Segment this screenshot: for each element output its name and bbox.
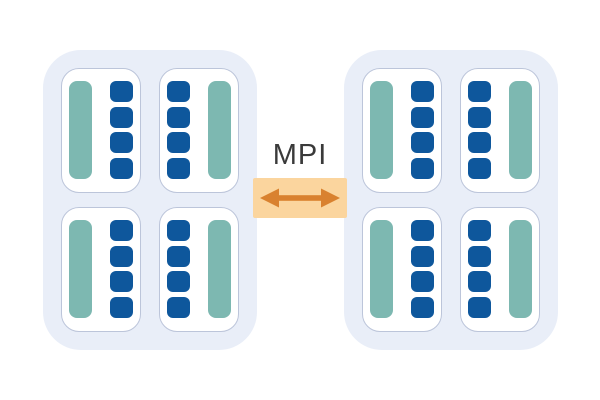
blue-square-stack: [167, 81, 190, 179]
blue-square-stack: [167, 220, 190, 318]
blue-square: [110, 271, 133, 293]
blue-square-stack: [411, 220, 434, 318]
cpu-socket: [61, 68, 141, 193]
blue-square: [411, 81, 434, 102]
cpu-socket: [362, 207, 442, 332]
teal-bar: [69, 81, 92, 179]
blue-square: [110, 245, 133, 267]
teal-bar: [370, 81, 393, 179]
cpu-socket: [159, 207, 239, 332]
blue-square: [468, 271, 491, 293]
blue-square-stack: [110, 220, 133, 318]
cpu-socket: [460, 68, 540, 193]
blue-square: [110, 296, 133, 318]
blue-square: [167, 132, 190, 154]
blue-square: [468, 81, 491, 102]
cpu-socket: [362, 68, 442, 193]
cpu-socket: [159, 68, 239, 193]
double-arrow-icon: [260, 188, 340, 208]
teal-bar: [69, 220, 92, 318]
blue-square-stack: [411, 81, 434, 179]
blue-square: [468, 245, 491, 267]
blue-square: [468, 106, 491, 128]
compute-node-right: [344, 50, 558, 350]
teal-bar: [208, 81, 231, 179]
mpi-link-box: [253, 178, 347, 218]
compute-node-left: [43, 50, 257, 350]
cpu-socket: [61, 207, 141, 332]
blue-square: [167, 220, 190, 241]
blue-square-stack: [110, 81, 133, 179]
blue-square: [411, 220, 434, 241]
blue-square: [110, 220, 133, 241]
blue-square: [167, 157, 190, 179]
blue-square: [110, 81, 133, 102]
blue-square: [167, 106, 190, 128]
blue-square: [468, 157, 491, 179]
blue-square: [110, 132, 133, 154]
blue-square: [468, 220, 491, 241]
blue-square: [468, 296, 491, 318]
blue-square-stack: [468, 81, 491, 179]
blue-square: [411, 271, 434, 293]
blue-square: [110, 157, 133, 179]
blue-square: [411, 296, 434, 318]
blue-square: [411, 132, 434, 154]
blue-square: [411, 157, 434, 179]
teal-bar: [509, 81, 532, 179]
mpi-label: MPI: [272, 139, 328, 171]
cpu-socket: [460, 207, 540, 332]
blue-square: [411, 106, 434, 128]
blue-square-stack: [468, 220, 491, 318]
blue-square: [411, 245, 434, 267]
blue-square: [468, 132, 491, 154]
teal-bar: [208, 220, 231, 318]
blue-square: [167, 296, 190, 318]
blue-square: [110, 106, 133, 128]
blue-square: [167, 245, 190, 267]
blue-square: [167, 81, 190, 102]
teal-bar: [370, 220, 393, 318]
blue-square: [167, 271, 190, 293]
teal-bar: [509, 220, 532, 318]
